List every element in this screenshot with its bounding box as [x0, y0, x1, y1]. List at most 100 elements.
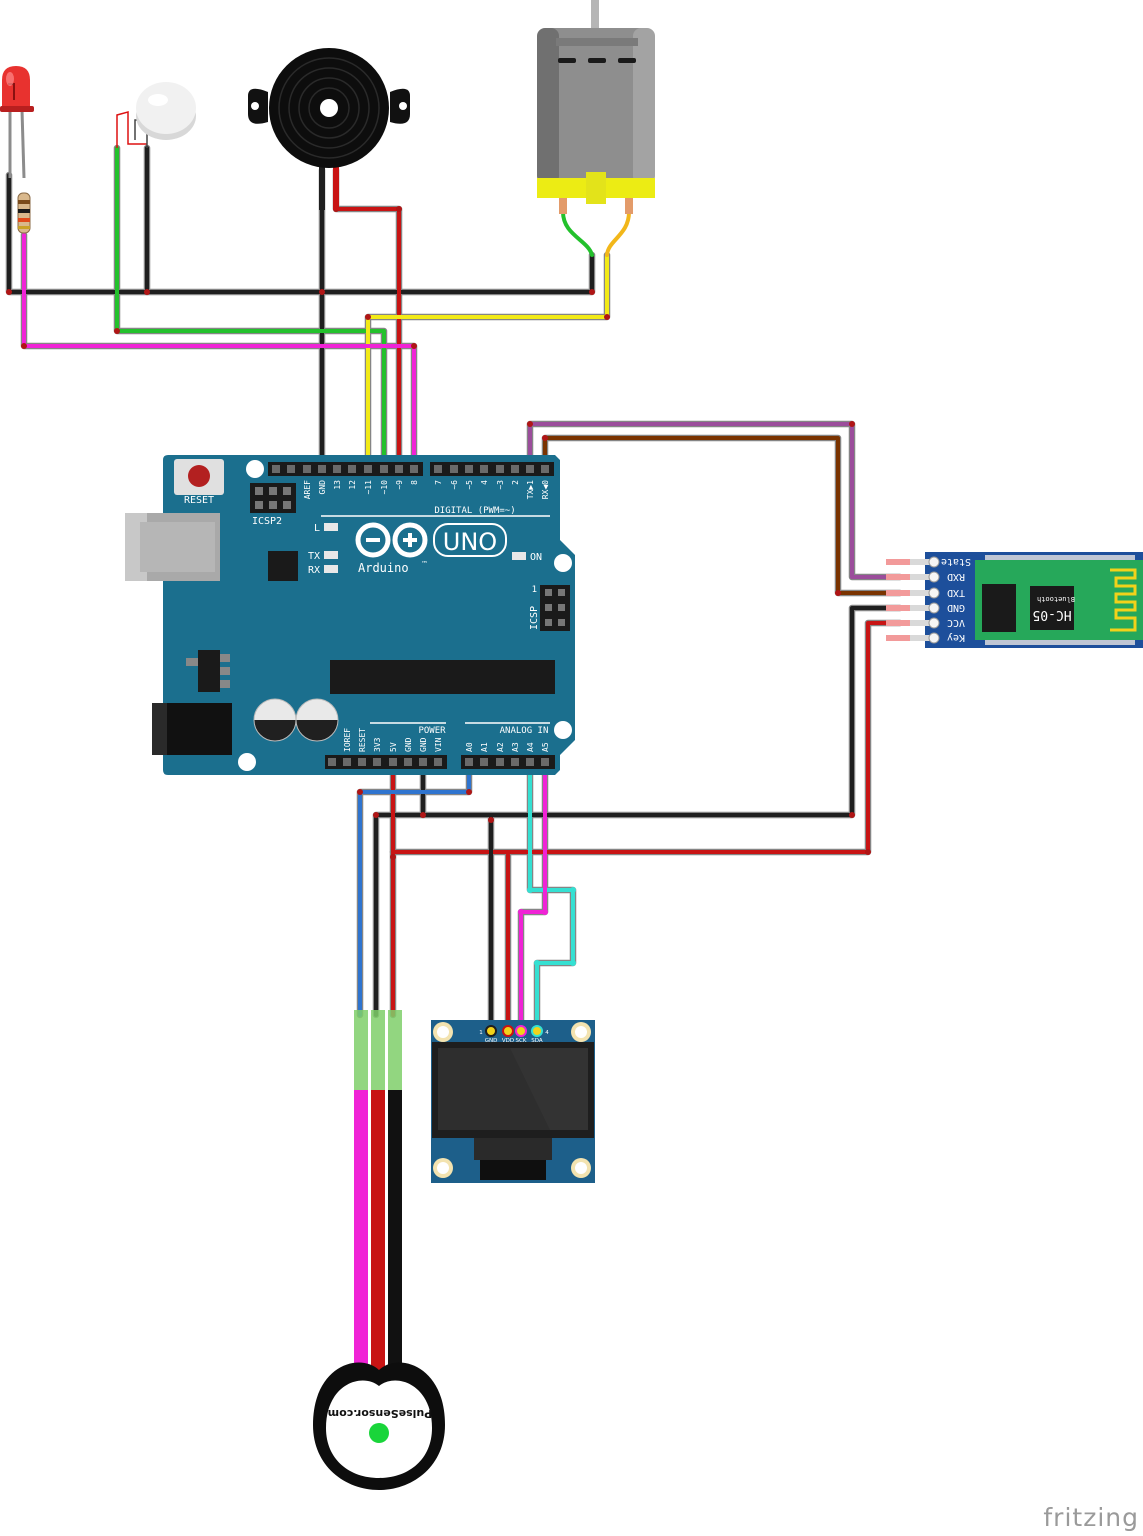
bottom-pin-label: 3V3: [373, 737, 382, 752]
bt-pin-lead[interactable]: [886, 605, 910, 611]
piezo-buzzer: [248, 48, 410, 210]
uno-label: UNO: [443, 528, 497, 556]
pulse-sensor-label: PulseSensor.com: [328, 1407, 433, 1420]
top-pin[interactable]: [318, 465, 326, 473]
bt-pin[interactable]: [910, 559, 932, 565]
bottom-pin[interactable]: [419, 758, 427, 766]
top-pin[interactable]: [272, 465, 280, 473]
vibration-motor: [116, 82, 196, 148]
top-pin-label: ~10: [380, 480, 389, 495]
bottom-pin[interactable]: [511, 758, 519, 766]
top-pin[interactable]: [395, 465, 403, 473]
top-pin-label: ~6: [450, 480, 459, 490]
bottom-pin[interactable]: [480, 758, 488, 766]
pulse-sensor: PulseSensor.com: [313, 1010, 445, 1490]
top-pin-label: 4: [480, 480, 489, 485]
bottom-pin[interactable]: [389, 758, 397, 766]
capacitors: [253, 698, 339, 742]
analog-in-label: ANALOG IN: [500, 726, 549, 736]
reset-label: RESET: [184, 495, 214, 506]
bt-pin[interactable]: [910, 635, 932, 641]
top-pin[interactable]: [364, 465, 372, 473]
top-pin-label: ~5: [465, 480, 474, 490]
top-pin[interactable]: [380, 465, 388, 473]
top-pin[interactable]: [410, 465, 418, 473]
top-pin[interactable]: [480, 465, 488, 473]
on-label: ON: [530, 552, 542, 563]
bottom-pin-label: 5V: [389, 742, 398, 752]
bt-pin[interactable]: [910, 590, 932, 596]
bottom-pin[interactable]: [404, 758, 412, 766]
bottom-pin[interactable]: [496, 758, 504, 766]
oled-pin-label: SDA: [531, 1038, 543, 1044]
top-pin[interactable]: [496, 465, 504, 473]
l-label: L: [314, 523, 320, 534]
top-pin[interactable]: [541, 465, 549, 473]
top-pin[interactable]: [526, 465, 534, 473]
oled-pin[interactable]: [502, 1025, 514, 1037]
bottom-pin[interactable]: [328, 758, 336, 766]
bottom-pin[interactable]: [343, 758, 351, 766]
top-pin[interactable]: [511, 465, 519, 473]
top-pin-label: 2: [511, 480, 520, 485]
icsp2-header: [250, 483, 296, 513]
top-pin[interactable]: [465, 465, 473, 473]
oled-pin[interactable]: [485, 1025, 497, 1037]
resistor: [17, 192, 31, 234]
bt-pin-pad: [928, 571, 940, 583]
bottom-pin-label: A5: [541, 742, 550, 752]
trademark-label: ™: [421, 560, 428, 568]
oled-pin-label: SCK: [516, 1038, 527, 1044]
bt-pin[interactable]: [910, 574, 932, 580]
bt-pin-label: State: [941, 556, 971, 567]
oled-pin[interactable]: [515, 1025, 527, 1037]
pulse-led-icon: [369, 1423, 389, 1443]
bottom-pin[interactable]: [541, 758, 549, 766]
dc-motor: [537, 0, 655, 214]
icsp2-label: ICSP2: [252, 516, 282, 527]
top-pin[interactable]: [434, 465, 442, 473]
bt-pin-lead[interactable]: [886, 574, 910, 580]
top-pin-label: ~3: [496, 480, 505, 490]
digital-label: DIGITAL (PWM=~): [434, 506, 515, 516]
top-pin[interactable]: [303, 465, 311, 473]
bottom-header-pins: [328, 758, 549, 766]
top-pin-label: TX▶1: [526, 480, 535, 499]
oled-pin-label: GND: [485, 1038, 498, 1044]
bottom-pin-label: A3: [511, 742, 520, 752]
top-pin-label: AREF: [303, 480, 312, 499]
arduino-brand-label: Arduino: [358, 561, 409, 575]
bottom-pin[interactable]: [465, 758, 473, 766]
top-pin[interactable]: [450, 465, 458, 473]
bottom-pin-label: A0: [465, 742, 474, 752]
bottom-pin-label: GND: [404, 737, 413, 752]
bt-pin-lead[interactable]: [886, 559, 910, 565]
icsp-header: [540, 585, 570, 631]
red-led: [0, 66, 34, 179]
reset-button: [174, 459, 224, 495]
oled-pin[interactable]: [531, 1025, 543, 1037]
top-pin[interactable]: [348, 465, 356, 473]
bt-pin-label: Key: [947, 632, 965, 643]
top-pin[interactable]: [287, 465, 295, 473]
bt-pin-lead[interactable]: [886, 620, 910, 626]
icsp-pin1-label: 1: [532, 585, 537, 595]
bt-pin[interactable]: [910, 605, 932, 611]
bt-pin-lead[interactable]: [886, 635, 910, 641]
bottom-pin-label: IOREF: [343, 728, 352, 752]
bottom-pin-label: A2: [496, 742, 505, 752]
top-pin-label: 12: [348, 480, 357, 490]
bottom-pin[interactable]: [434, 758, 442, 766]
bottom-pin[interactable]: [526, 758, 534, 766]
bt-pin[interactable]: [910, 620, 932, 626]
bottom-pin[interactable]: [373, 758, 381, 766]
top-pin[interactable]: [333, 465, 341, 473]
bluetooth-sublabel: Bluetooth: [1037, 595, 1075, 603]
bottom-pin[interactable]: [358, 758, 366, 766]
bt-pin-lead[interactable]: [886, 590, 910, 596]
